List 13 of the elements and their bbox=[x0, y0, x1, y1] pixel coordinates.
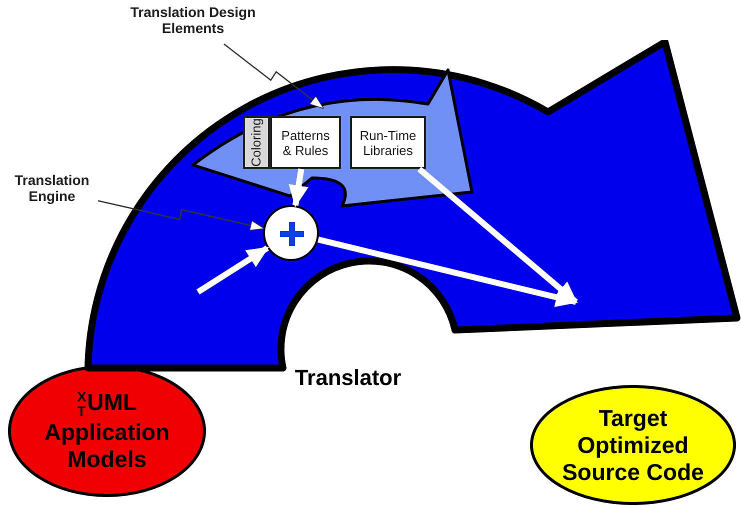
vertical-label-box: Coloring bbox=[243, 116, 270, 169]
arrow bbox=[318, 236, 578, 308]
callout-label: Translation Design Elements bbox=[128, 4, 258, 44]
leader-line bbox=[98, 200, 265, 231]
component-box: Run-Time Libraries bbox=[350, 116, 426, 169]
arrow bbox=[417, 166, 578, 304]
leader-line bbox=[224, 43, 324, 109]
arrow bbox=[288, 168, 308, 208]
callout-label: Translation Engine bbox=[6, 172, 98, 214]
node-label: Target Optimized Source Code bbox=[561, 404, 705, 486]
component-box: Patterns & Rules bbox=[270, 116, 341, 169]
diagram-label: Translator bbox=[294, 365, 402, 391]
arrow bbox=[196, 245, 270, 295]
